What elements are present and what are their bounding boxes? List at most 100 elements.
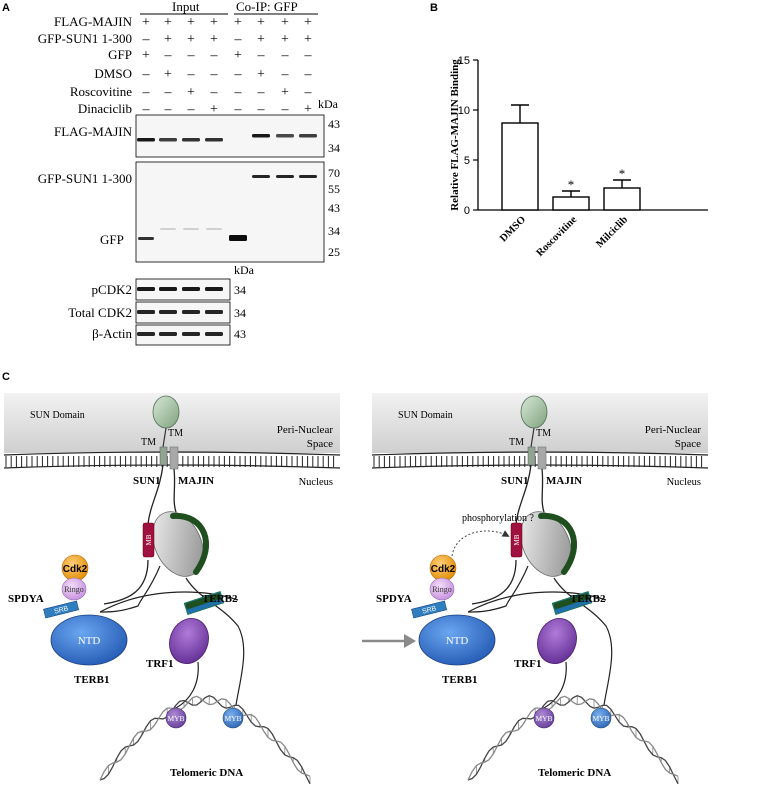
majin-tether [173,468,177,513]
mb-label: MB [513,534,521,545]
marker-pcdk2: 34 [234,283,246,297]
blot-gfp [135,161,325,263]
treatment-mark: – [142,102,151,117]
majin-label: MAJIN [178,475,214,487]
blot-band [205,332,223,336]
sun-stalk [162,427,167,448]
majin-body [152,511,204,577]
tm-label-majin: TM [168,428,183,439]
srb-label: SRB [422,605,438,615]
treatment-mark: – [234,102,243,117]
blot-band [137,138,155,142]
treatment-mark: – [210,85,219,100]
panel-a: Input Co-IP: GFP FLAG-MAJIN++++++++GFP-S… [38,0,340,346]
trf1-label: TRF1 [146,658,174,670]
terb1-strand [99,591,239,613]
sun1-tail-lower [103,559,149,605]
sun-domain-label: SUN Domain [398,410,453,421]
myb-label-2: MYB [592,714,609,723]
tm-label-sun1: TM [141,437,156,448]
blot-flag-majin-bands [137,134,317,142]
ntd-label: NTD [78,635,101,647]
treatment-mark: – [164,48,173,63]
treatment-mark: – [210,67,219,82]
treatment-label: Roscovitine [70,84,132,99]
myb-label-1: MYB [535,714,552,723]
ntd-domain [50,614,128,666]
myb-label-2: MYB [224,714,241,723]
treatment-mark: + [142,15,150,30]
trf1-tether [543,661,567,709]
panel-label-b: B [430,2,438,14]
blot-label-gfp-sun1: GFP-SUN1 1-300 [38,171,132,186]
treatment-mark: + [234,15,242,30]
peri-nuclear-label: Peri-Nuclear [645,424,702,436]
small-blot-bands [137,287,223,336]
treatment-mark: + [210,102,218,117]
blot-band [182,287,200,291]
cdk2-label: Cdk2 [63,564,88,575]
blot-band [252,134,270,138]
treatment-mark: – [187,102,196,117]
treatment-mark: + [210,15,218,30]
sun-domain-label: SUN Domain [30,410,85,421]
treatment-mark: + [304,15,312,30]
treatment-mark: – [187,48,196,63]
blot-band [183,228,199,230]
terb2-strand [185,577,245,706]
treatment-mark: – [234,67,243,82]
marker-70: 70 [328,166,340,180]
telomeric-dna-label: Telomeric DNA [538,767,611,779]
majin-green-band [538,512,577,575]
blot-label-total-cdk2: Total CDK2 [68,305,132,320]
telomeric-dna-helix [467,694,679,785]
majin-tm-domain [169,446,179,470]
sun1-label: SUN1 [501,475,529,487]
nucleus-label: Nucleus [299,477,333,488]
myb-purple [533,707,555,729]
marker-34: 34 [328,141,340,155]
blot-band [229,235,247,241]
space-label: Space [307,438,333,450]
terb1-label: TERB1 [74,674,109,686]
blot-label-pcdk2: pCDK2 [92,282,132,297]
terb2-green-cap [553,592,590,610]
kda-label-bottom: kDa [234,263,255,277]
marker-total-cdk2: 34 [234,306,246,320]
myb-blue [222,707,244,729]
y-tick-label: 0 [464,205,470,217]
phosphorylation-label: phosphorylation ? [462,513,534,524]
marker-34b: 34 [328,224,340,238]
blot-band [205,287,223,291]
treatment-mark: – [281,48,290,63]
treatment-mark: – [304,67,313,82]
cdk2-label: Cdk2 [431,564,456,575]
ringo-label: Ringo [64,585,84,594]
majin-tm-domain [537,446,547,470]
blot-band [159,332,177,336]
mb-domain [142,522,155,558]
blot-band [137,287,155,291]
blot-flag-majin [135,114,325,158]
treatment-mark: – [142,67,151,82]
y-axis-label: Relative FLAG-MAJIN Binding [449,59,461,211]
sun1-label: SUN1 [133,475,161,487]
x-tick-label: Roscovitine [535,214,580,259]
input-header: Input [172,0,200,14]
treatment-mark: + [187,32,195,47]
marker-43: 43 [328,117,340,131]
treatment-mark: – [142,85,151,100]
blot-band [299,175,317,178]
majin-label: MAJIN [546,475,582,487]
treatment-mark: – [257,48,266,63]
treatment-mark: + [142,48,150,63]
trf1-label: TRF1 [514,658,542,670]
terb2-green-cap [185,592,222,610]
blot-band [160,228,176,230]
majin-strand [467,565,529,613]
tm-label-majin: TM [536,428,551,439]
sun1-tm-domain [527,446,536,466]
ntd-label: NTD [446,635,469,647]
